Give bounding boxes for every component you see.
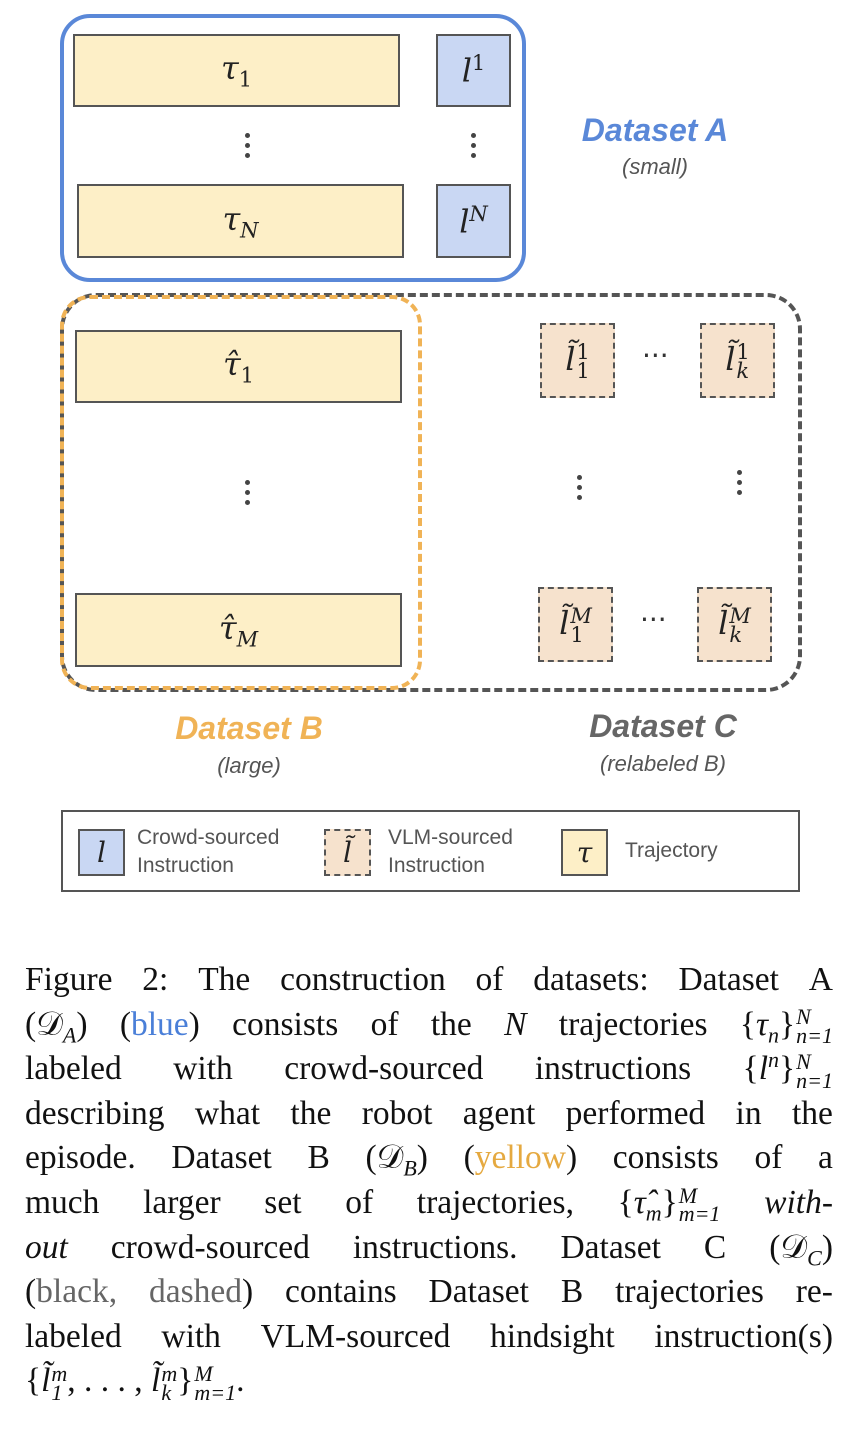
dataset-c-subtitle: (relabeled B) [600, 751, 726, 776]
dataset-b-title: Dataset B [175, 710, 323, 746]
trajectory-box-tau-hat-1: τ̂1 [75, 330, 402, 403]
trajectory-box-tau-1: τ1 [73, 34, 400, 107]
vertical-ellipsis [737, 470, 743, 495]
vertical-ellipsis [245, 133, 251, 158]
vertical-ellipsis [245, 480, 251, 505]
legend-vlm-swatch: l̃ [324, 829, 371, 876]
instruction-box-l-n: lN [436, 184, 511, 258]
dataset-a-subtitle: (small) [622, 154, 688, 179]
legend-trajectory-swatch: τ [561, 829, 608, 876]
legend-crowd-swatch: l [78, 829, 125, 876]
dataset-b-container [60, 295, 422, 690]
dataset-a-container [60, 14, 526, 282]
horizontal-ellipsis: ··· [642, 339, 669, 372]
legend-trajectory-label: Trajectory [625, 839, 718, 862]
vertical-ellipsis [471, 133, 477, 158]
instruction-box-l-1: l1 [436, 34, 511, 107]
horizontal-ellipsis: ··· [640, 603, 667, 636]
trajectory-box-tau-hat-m: τ̂M [75, 593, 402, 667]
trajectory-box-tau-n: τN [77, 184, 404, 258]
dataset-c-title: Dataset C [589, 708, 737, 744]
vertical-ellipsis [577, 475, 583, 500]
dataset-b-subtitle: (large) [217, 753, 281, 778]
dataset-a-title: Dataset A [581, 112, 729, 148]
